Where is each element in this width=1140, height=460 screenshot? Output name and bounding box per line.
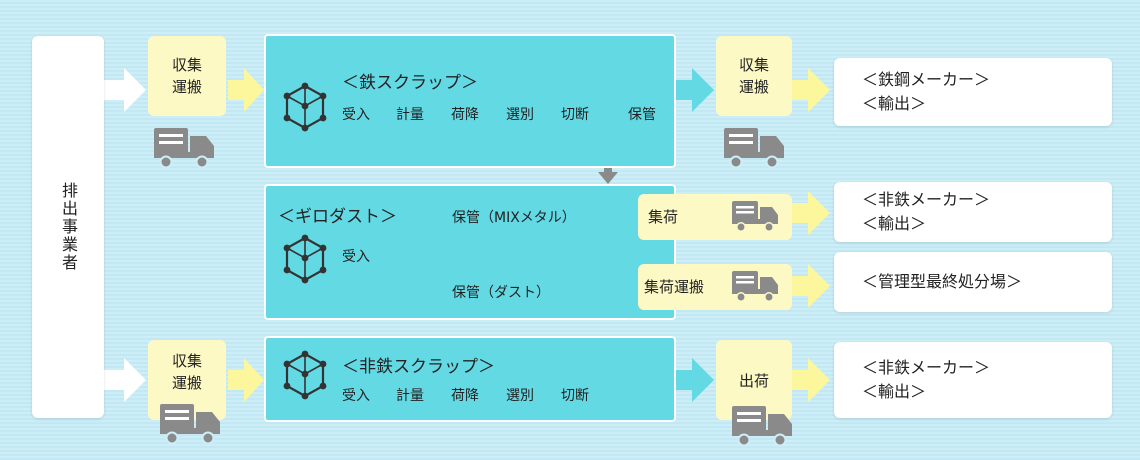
steel-step-4: 選別 [506,107,534,123]
steel-title: ＜鉄スクラップ＞ [342,73,478,93]
mix-dest-1: ＜非鉄メーカー＞ [862,190,991,209]
nf-step-1: 受入 [342,388,370,404]
arrow-dust-dest [792,264,830,308]
dust-destination-box: ＜管理型最終処分場＞ [834,252,1112,312]
cube-network-icon [282,82,328,132]
arrow-mix-dest [792,191,830,235]
steel-step-5: 切断 [561,107,589,123]
source-box: 排出事業者 [32,36,104,418]
steel-scrap-box: ＜鉄スクラップ＞ 受入 計量 荷降 選別 切断 保管 [264,34,676,168]
dust-dest-1: ＜管理型最終処分場＞ [862,272,1023,291]
dust-ship-label: 集荷運搬 [644,278,705,296]
nf-step-2: 計量 [396,388,424,404]
nf-dest-2: ＜輸出＞ [862,382,927,401]
arrow-nonferrous-dest [792,358,830,402]
nf-step-3: 荷降 [451,388,479,404]
steel-step-2: 計量 [396,107,424,123]
arrow-collect-nonferrous [228,358,264,402]
truck-icon [160,404,221,445]
cube-network-icon [282,350,328,400]
cube-network-icon [282,234,328,284]
giro-intake: 受入 [342,249,370,265]
arrow-steel-dest [792,68,830,112]
steel-step-3: 荷降 [451,107,479,123]
arrow-collect-steel [228,68,264,112]
arrow-steel-out [672,68,714,112]
steel-step-6: 保管 [628,107,656,123]
truck-icon [154,128,215,169]
steel-transport-box: 収集 運搬 [716,36,792,116]
truck-icon [732,406,793,447]
mix-ship-label: 集荷 [648,208,679,226]
truck-icon [732,201,779,232]
steel-dest-2: ＜輸出＞ [862,94,927,113]
source-label: 排出事業者 [59,182,78,272]
giro-branch-mix: 保管（MIXメタル） [452,210,576,226]
steel-destination-box: ＜鉄鋼メーカー＞ ＜輸出＞ [834,58,1112,126]
steel-dest-1: ＜鉄鋼メーカー＞ [862,70,991,89]
truck-icon [732,271,779,302]
giro-dust-box: ＜ギロダスト＞ 受入 保管（MIXメタル） 保管（ダスト） [264,184,676,320]
arrow-nonferrous-out [672,358,714,402]
arrow-source-nonferrous [104,358,146,402]
nf-step-4: 選別 [506,388,534,404]
collect-box-steel: 収集 運搬 [148,36,226,116]
giro-branch-dust: 保管（ダスト） [452,285,550,301]
nf-step-5: 切断 [561,388,589,404]
nonferrous-scrap-box: ＜非鉄スクラップ＞ 受入 計量 荷降 選別 切断 [264,336,676,422]
arrow-source-steel [104,68,146,112]
nonferrous-title: ＜非鉄スクラップ＞ [342,357,495,377]
mix-dest-2: ＜輸出＞ [862,214,927,233]
nf-dest-1: ＜非鉄メーカー＞ [862,358,991,377]
mix-destination-box: ＜非鉄メーカー＞ ＜輸出＞ [834,182,1112,242]
giro-title: ＜ギロダスト＞ [278,207,397,227]
truck-icon [724,128,785,169]
nonferrous-destination-box: ＜非鉄メーカー＞ ＜輸出＞ [834,342,1112,418]
nonferrous-ship-label: 出荷 [738,372,769,390]
steel-step-1: 受入 [342,107,370,123]
